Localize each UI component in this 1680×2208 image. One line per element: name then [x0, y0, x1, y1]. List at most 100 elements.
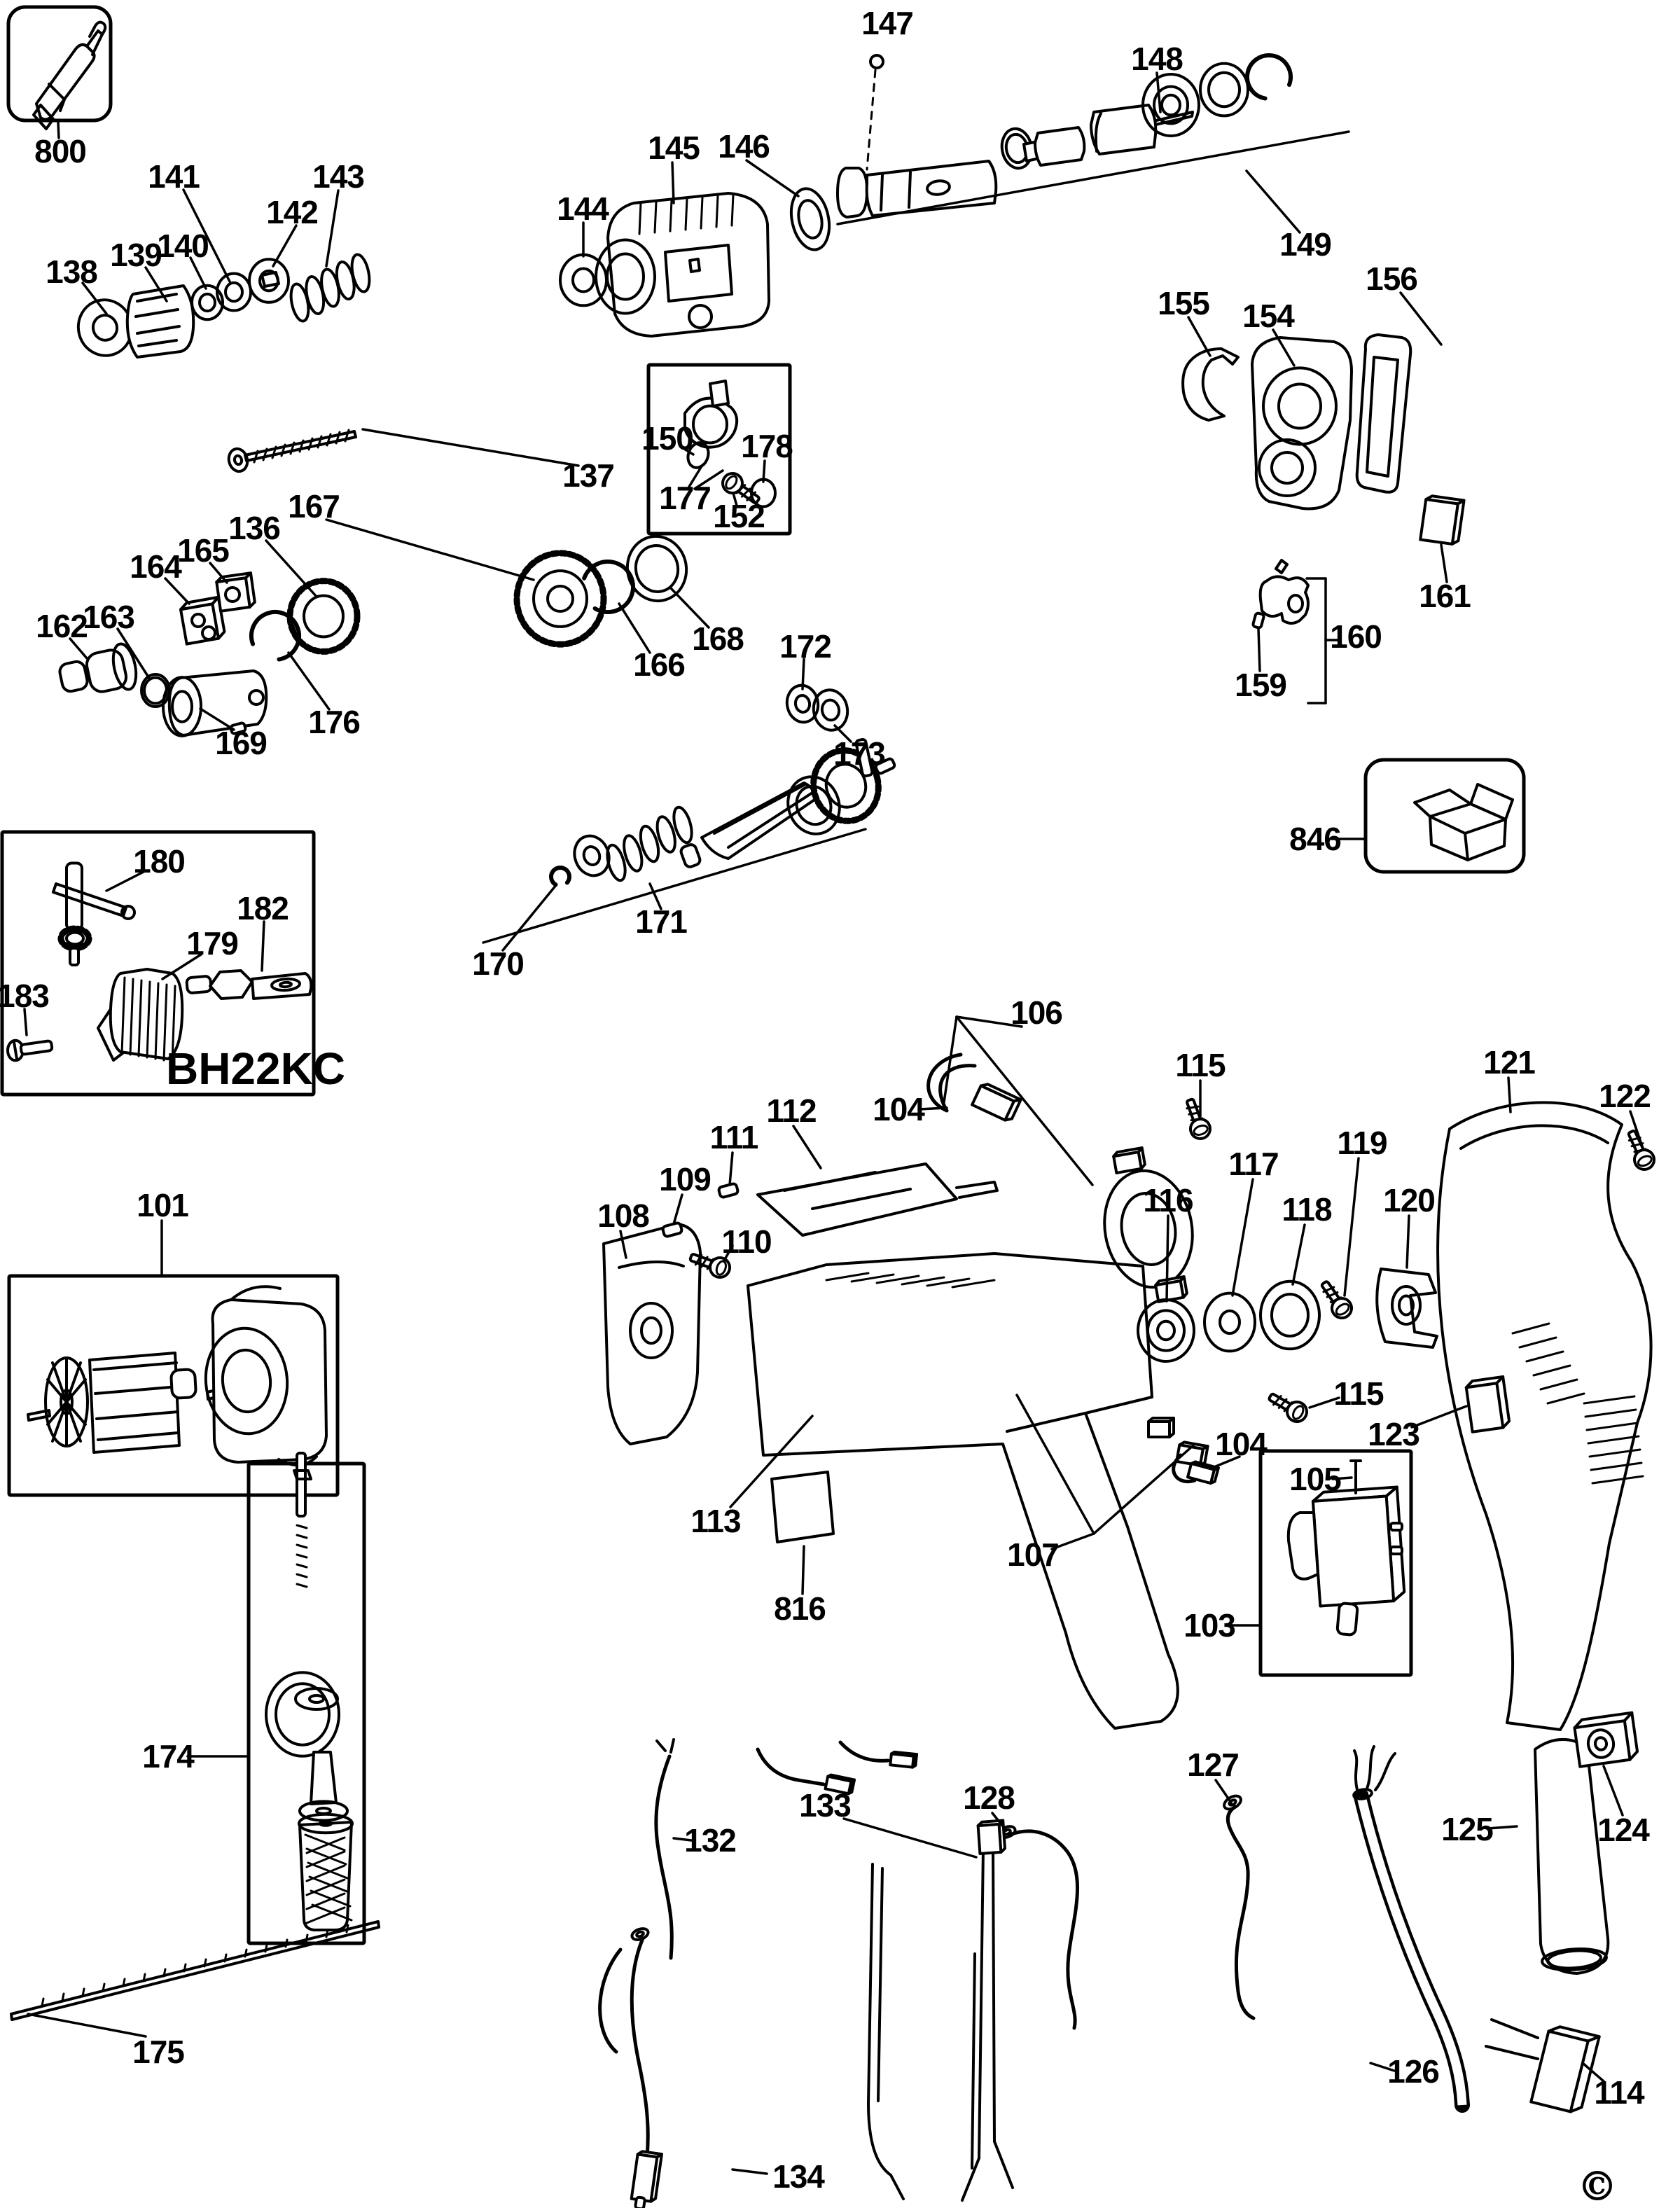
baffle-112: [756, 1162, 999, 1237]
leader-lines: [23, 71, 1644, 2175]
piston-149: [1022, 126, 1086, 167]
part-label-113: 113: [690, 1503, 741, 1539]
part-label-173: 173: [833, 735, 886, 772]
part-label-111: 111: [709, 1119, 759, 1155]
gasket-156: [1355, 333, 1412, 494]
tip-134: [634, 2195, 646, 2208]
part-label-147: 147: [861, 5, 914, 41]
washer-141: [216, 272, 252, 312]
part-label-114: 114: [1594, 2074, 1644, 2111]
cylinder-169-mouth: [162, 676, 202, 737]
part-label-132: 132: [684, 1822, 737, 1859]
nut-165: [215, 571, 256, 613]
part-label-133: 133: [799, 1787, 852, 1824]
screw-110: [688, 1253, 731, 1279]
copyright-mark: ©: [1577, 2162, 1618, 2208]
terminal-127: [1223, 1794, 1242, 1811]
bearing-149-inner: [1160, 93, 1181, 117]
part-label-121: 121: [1483, 1044, 1536, 1081]
brush-107b: [1175, 1440, 1209, 1467]
shaft-171-stub-right: [874, 757, 896, 775]
switch-plunger: [1335, 1602, 1359, 1637]
nut-165-hole: [224, 586, 241, 603]
screw-115b: [1268, 1392, 1308, 1423]
grip-tube-125: [1534, 1738, 1610, 1975]
bearing-116-inner: [1156, 1319, 1176, 1342]
pad-161: [1419, 494, 1466, 546]
screw-115a: [1186, 1097, 1212, 1140]
washer-140: [190, 284, 224, 321]
depth-rod-175: [10, 1920, 380, 2021]
inset-mode-selector: [646, 363, 792, 536]
terminal-132c: [889, 1750, 919, 1769]
depth-rod-ticks: [41, 1924, 349, 2007]
wire-127: [1226, 1805, 1256, 2020]
bushing-162-face: [111, 642, 138, 691]
part-label-104: 104: [1215, 1426, 1268, 1462]
part-label-177: 177: [659, 480, 711, 516]
grease-gun-icon: [32, 20, 107, 130]
terminal-132: [655, 1738, 675, 1754]
motor-housing-vents: [825, 1272, 996, 1289]
gear-167: [513, 550, 607, 648]
cord-126-rim: [1352, 1788, 1373, 1800]
screw-152: [721, 472, 761, 505]
bolt-174-head: [293, 1469, 312, 1480]
mode-knob-bore: [692, 404, 728, 445]
circlip-166: [581, 560, 635, 614]
part-label-159: 159: [1235, 667, 1287, 703]
nail-105: [1349, 1459, 1362, 1494]
grip-174-rim: [298, 1812, 354, 1835]
part-label-160: 160: [1330, 618, 1382, 655]
spring-143: [289, 253, 371, 323]
gasket-146: [789, 187, 831, 251]
cylinder-169-port: [248, 689, 265, 706]
part-label-163: 163: [83, 599, 135, 635]
part-label-164: 164: [130, 548, 182, 585]
part-label-120: 120: [1383, 1182, 1436, 1218]
pin-159: [1251, 611, 1265, 630]
shaft-171-tip: [854, 737, 874, 778]
model-code-label: BH22KC: [165, 1043, 346, 1094]
part-label-180: 180: [133, 843, 186, 880]
circlip-176: [249, 610, 301, 662]
ball-147: [869, 54, 884, 69]
brush-107a: [1147, 1417, 1175, 1438]
part-label-141: 141: [148, 158, 200, 195]
gear-167-hub: [546, 585, 574, 613]
part-label-144: 144: [557, 190, 609, 227]
part-label-166: 166: [633, 646, 686, 683]
bolt-174-thread: [296, 1524, 308, 1588]
lockwasher-136: [286, 578, 361, 655]
adapter-182-slot: [270, 977, 301, 992]
inset-carton: [1363, 758, 1526, 874]
part-label-124: 124: [1597, 1812, 1650, 1848]
gear-housing-port: [688, 304, 713, 329]
harness-133-connector: [976, 1819, 1006, 1855]
shaft-171-gear: [810, 747, 882, 824]
switch-body-103: [1311, 1485, 1406, 1608]
bolt-174: [296, 1452, 307, 1518]
motor-housing: [747, 1252, 1179, 1730]
part-label-117: 117: [1228, 1146, 1279, 1182]
part-label-816: 816: [774, 1590, 826, 1627]
terminal-134: [630, 1927, 650, 1941]
part-label-182: 182: [237, 890, 289, 926]
block-164: [179, 595, 226, 646]
part-label-143: 143: [312, 158, 365, 195]
part-label-112: 112: [766, 1092, 817, 1129]
part-label-169: 169: [215, 725, 268, 761]
sleeve-134: [630, 2150, 663, 2203]
label-plate-816: [770, 1471, 835, 1543]
chuck-key-bar: [52, 882, 127, 917]
inset-grease-gun: [6, 5, 113, 123]
washer-144: [559, 253, 608, 307]
ring-168: [625, 534, 688, 603]
switch-trigger: [1286, 1511, 1319, 1581]
brush-box-106a: [1112, 1146, 1146, 1174]
wire-132c: [838, 1740, 890, 1763]
part-label-152: 152: [713, 498, 765, 534]
washer-173: [812, 688, 849, 732]
terminal-104a: [971, 1083, 1022, 1122]
